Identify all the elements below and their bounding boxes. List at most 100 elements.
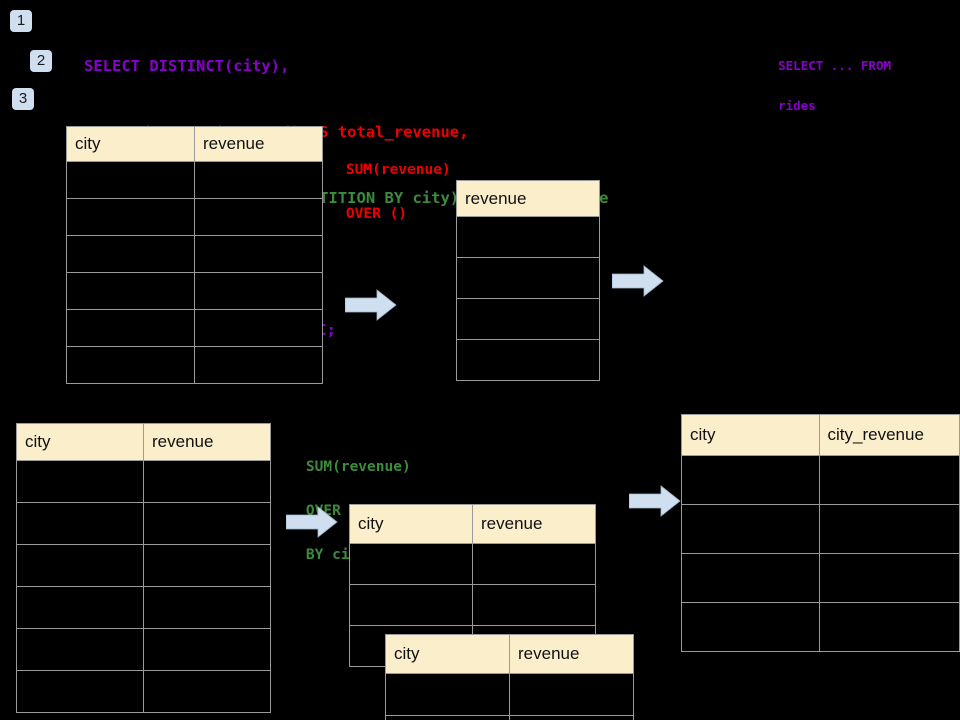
table-row bbox=[681, 553, 960, 603]
column-header-city-revenue: city_revenue bbox=[818, 414, 960, 456]
cell-revenue bbox=[194, 235, 323, 273]
table-row bbox=[349, 543, 596, 585]
cell-revenue bbox=[194, 346, 323, 384]
table-row bbox=[681, 455, 960, 505]
column-header-city: city bbox=[681, 414, 820, 456]
table-row bbox=[66, 235, 323, 273]
cell-city-revenue bbox=[818, 602, 960, 652]
cell-city bbox=[349, 584, 473, 626]
cell-revenue bbox=[143, 460, 271, 503]
step-badge-2: 2 bbox=[30, 50, 52, 72]
table-row bbox=[681, 602, 960, 652]
annotation-total-line1: SUM(revenue) bbox=[345, 162, 451, 178]
cell-city bbox=[16, 670, 144, 713]
table-row bbox=[16, 586, 271, 629]
cell-revenue bbox=[143, 544, 271, 587]
table-row bbox=[456, 298, 600, 340]
column-header-revenue: revenue bbox=[509, 634, 634, 674]
column-header-city: city bbox=[385, 634, 510, 674]
table-row bbox=[456, 216, 600, 258]
cell-revenue bbox=[143, 586, 271, 629]
column-header-city: city bbox=[349, 504, 473, 544]
column-header-revenue: revenue bbox=[143, 423, 271, 461]
table-row bbox=[66, 272, 323, 310]
cell-revenue bbox=[456, 216, 600, 258]
sql-line-select: SELECT DISTINCT(city), bbox=[84, 57, 290, 75]
cell-revenue bbox=[509, 673, 634, 716]
table-source-bottom: city revenue bbox=[16, 423, 271, 713]
cell-city-revenue bbox=[818, 553, 960, 603]
cell-city bbox=[681, 455, 820, 505]
cell-revenue bbox=[143, 670, 271, 713]
cell-city bbox=[385, 673, 510, 716]
cell-city bbox=[66, 309, 195, 347]
arrow-total-to-result-icon bbox=[612, 265, 664, 297]
sql-aside-line1: SELECT ... FROM bbox=[778, 58, 891, 73]
sql-aside-label: SELECT ... FROM rides bbox=[748, 36, 891, 136]
table-header-row: city revenue bbox=[349, 504, 596, 544]
cell-revenue bbox=[456, 257, 600, 299]
table-row bbox=[66, 198, 323, 236]
table-header-row: city city_revenue bbox=[681, 414, 960, 456]
table-partition-b: city revenue bbox=[385, 634, 634, 720]
table-row bbox=[385, 715, 634, 720]
table-header-row: city revenue bbox=[385, 634, 634, 674]
cell-revenue bbox=[194, 161, 323, 199]
cell-city bbox=[681, 504, 820, 554]
cell-city bbox=[16, 586, 144, 629]
table-header-row: revenue bbox=[456, 180, 600, 217]
annotation-total-line2: OVER () bbox=[345, 206, 408, 222]
column-header-revenue: revenue bbox=[472, 504, 596, 544]
arrow-source-to-partition-icon bbox=[286, 506, 338, 538]
cell-revenue bbox=[472, 584, 596, 626]
table-row bbox=[66, 346, 323, 384]
step-badge-1: 1 bbox=[10, 10, 32, 32]
cell-city bbox=[16, 502, 144, 545]
sql-aside-line2: rides bbox=[778, 98, 816, 113]
arrow-partition-to-result-icon bbox=[629, 485, 681, 517]
cell-revenue bbox=[456, 298, 600, 340]
cell-city bbox=[349, 543, 473, 585]
cell-city bbox=[385, 715, 510, 720]
cell-revenue bbox=[509, 715, 634, 720]
annotation-total-window: SUM(revenue) OVER () bbox=[311, 137, 451, 247]
cell-revenue bbox=[194, 272, 323, 310]
column-header-revenue: revenue bbox=[456, 180, 600, 217]
cell-revenue bbox=[472, 543, 596, 585]
cell-city-revenue bbox=[818, 455, 960, 505]
table-row bbox=[456, 339, 600, 381]
table-row bbox=[66, 309, 323, 347]
table-row bbox=[681, 504, 960, 554]
table-row bbox=[16, 544, 271, 587]
arrow-source-to-total-icon bbox=[345, 289, 397, 321]
cell-city bbox=[66, 272, 195, 310]
cell-city bbox=[681, 602, 820, 652]
table-row bbox=[385, 673, 634, 716]
table-result: city city_revenue bbox=[681, 414, 960, 652]
cell-revenue bbox=[194, 198, 323, 236]
cell-revenue bbox=[456, 339, 600, 381]
table-header-row: city revenue bbox=[16, 423, 271, 461]
table-row bbox=[66, 161, 323, 199]
column-header-revenue: revenue bbox=[194, 126, 323, 162]
cell-city bbox=[16, 628, 144, 671]
step-badge-3: 3 bbox=[12, 88, 34, 110]
column-header-city: city bbox=[66, 126, 195, 162]
cell-revenue bbox=[143, 628, 271, 671]
table-row bbox=[16, 502, 271, 545]
table-total-revenue: revenue bbox=[456, 180, 600, 381]
cell-city bbox=[681, 553, 820, 603]
annotation-partition-line1: SUM(revenue) bbox=[305, 459, 411, 475]
cell-revenue bbox=[194, 309, 323, 347]
cell-city bbox=[66, 346, 195, 384]
cell-revenue bbox=[143, 502, 271, 545]
table-source-top: city revenue bbox=[66, 126, 323, 384]
table-row bbox=[16, 628, 271, 671]
cell-city bbox=[66, 161, 195, 199]
table-header-row: city revenue bbox=[66, 126, 323, 162]
cell-city bbox=[66, 235, 195, 273]
table-row bbox=[16, 460, 271, 503]
table-row bbox=[16, 670, 271, 713]
table-row bbox=[456, 257, 600, 299]
